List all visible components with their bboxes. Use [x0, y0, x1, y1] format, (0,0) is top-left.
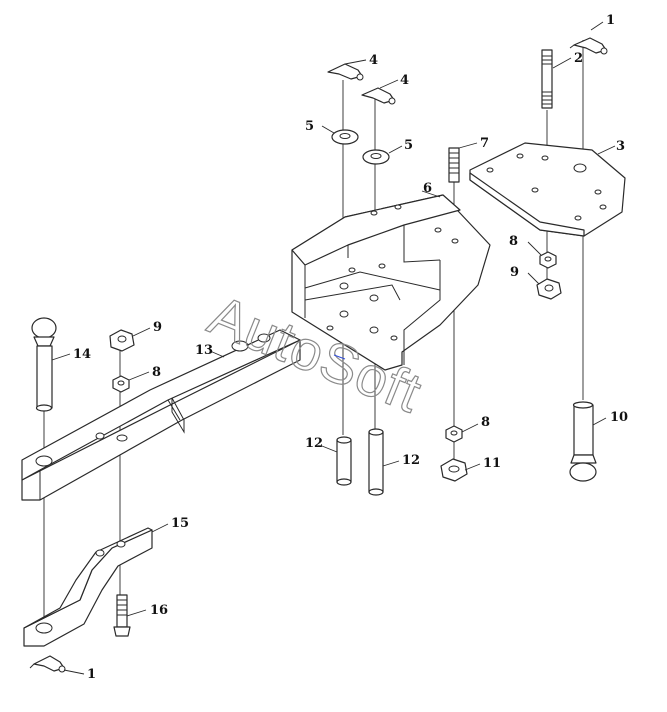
split-pin-a: [327, 63, 364, 81]
hex-nut-right: [536, 278, 562, 300]
lock-nut-lower: [445, 425, 463, 443]
callout-12-b: 12: [402, 453, 420, 468]
hex-nut-left: [109, 329, 135, 352]
callout-3: 3: [616, 139, 625, 154]
offset-link: [23, 527, 153, 647]
bolt-lower: [113, 594, 131, 637]
callout-8-left: 8: [152, 365, 161, 380]
mounting-plate: [469, 142, 626, 237]
callout-5-a: 5: [305, 119, 314, 134]
callout-12-a: 12: [305, 436, 323, 451]
callout-16: 16: [150, 603, 168, 618]
callouts: 1 2 3 4 4 5 5 6 7 8 9 10 12 12 8 11 9 8 …: [73, 13, 628, 682]
lock-nut-right: [539, 251, 557, 269]
hitch-pin: [569, 401, 597, 482]
threaded-stud: [541, 49, 553, 109]
washer-b: [362, 149, 390, 165]
callout-11: 11: [483, 456, 501, 471]
callout-13: 13: [195, 343, 213, 358]
bushing-b: [368, 428, 384, 496]
lock-nut-left: [112, 375, 130, 393]
split-pin-bottom: [29, 655, 66, 673]
callout-10: 10: [610, 410, 628, 425]
drawbar: [21, 329, 301, 501]
callout-1-top: 1: [606, 13, 615, 28]
callout-7: 7: [480, 136, 489, 151]
tow-pin: [31, 317, 57, 412]
washer-a: [331, 129, 359, 145]
callout-6: 6: [423, 181, 432, 196]
threaded-bolt: [448, 147, 460, 183]
bracket: [291, 194, 491, 371]
callout-5-b: 5: [404, 138, 413, 153]
callout-9-left: 9: [153, 320, 162, 335]
callout-9-right: 9: [510, 265, 519, 280]
callout-4-a: 4: [369, 53, 378, 68]
callout-1-bottom: 1: [87, 667, 96, 682]
callout-4-b: 4: [400, 73, 409, 88]
callout-8-right: 8: [509, 234, 518, 249]
blue-mark: [333, 354, 346, 360]
split-pin-b: [361, 87, 396, 105]
split-pin-top: [569, 37, 608, 55]
callout-14: 14: [73, 347, 91, 362]
callout-15: 15: [171, 516, 189, 531]
hex-nut-lower: [440, 458, 468, 482]
bushing-a: [336, 436, 352, 486]
leader-lines: [51, 21, 616, 675]
callout-2: 2: [574, 51, 583, 66]
callout-8-lower: 8: [481, 415, 490, 430]
